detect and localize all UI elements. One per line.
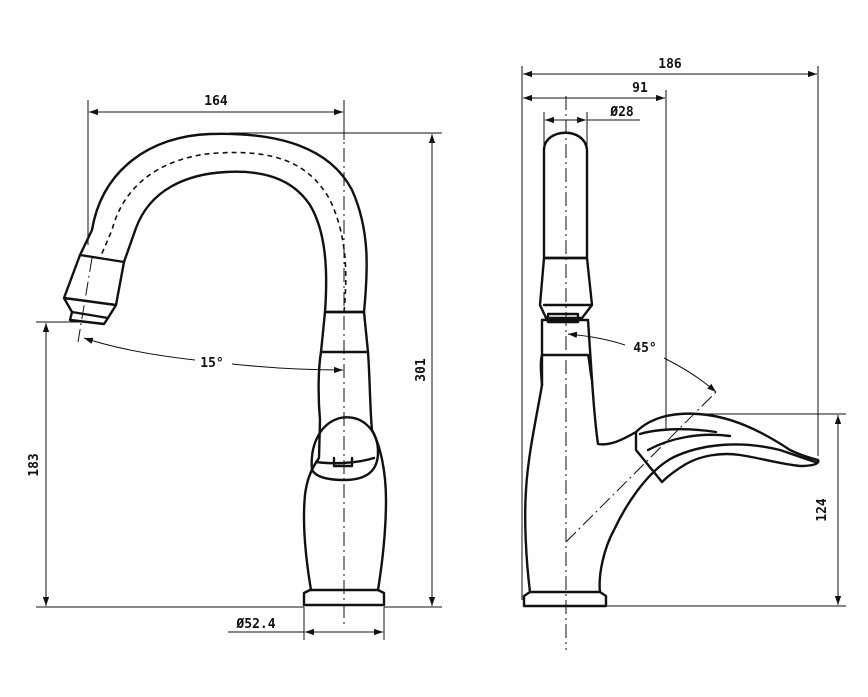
side-body-right — [598, 443, 818, 594]
side-aerator — [546, 312, 580, 324]
front-lever-knob — [310, 416, 380, 482]
front-spout-centerline — [99, 151, 347, 313]
front-lever-cap — [314, 456, 376, 468]
side-body-left — [524, 318, 544, 594]
front-view: 164 301 183 15° Ø52.4 — [27, 94, 442, 640]
side-spout-band — [539, 318, 594, 387]
angle-15-arc-right — [231, 363, 344, 374]
side-spout-column — [542, 131, 589, 260]
angle-15-arc-left — [83, 337, 196, 361]
front-outlet-axis — [77, 257, 93, 343]
angle-45-label: 45° — [633, 341, 656, 356]
angle-15-label: 15° — [200, 356, 223, 371]
dim-91-label: 91 — [632, 81, 648, 96]
side-lever-edge — [638, 428, 732, 452]
dim-124-label: 124 — [815, 498, 830, 522]
dim-186-label: 186 — [658, 57, 682, 72]
front-spout-head — [62, 253, 126, 326]
side-base — [522, 590, 608, 608]
dim-164-label: 164 — [204, 94, 228, 109]
side-view: 186 91 Ø28 45° 124 — [521, 57, 846, 650]
angle-45-arc-bottom — [663, 357, 717, 393]
front-spout-inner — [122, 170, 328, 314]
dim-28-label: Ø28 — [609, 105, 634, 120]
angle-45-arc-top — [567, 331, 626, 346]
front-spout-outer — [78, 132, 368, 314]
dim-183-label: 183 — [27, 453, 42, 476]
side-spout-head — [538, 256, 594, 320]
side-neck — [586, 318, 638, 446]
front-body — [302, 310, 388, 592]
side-lever-axis — [565, 391, 717, 543]
dim-301-label: 301 — [414, 358, 429, 382]
side-lever — [634, 412, 820, 484]
dim-base-label: Ø52.4 — [235, 617, 275, 632]
